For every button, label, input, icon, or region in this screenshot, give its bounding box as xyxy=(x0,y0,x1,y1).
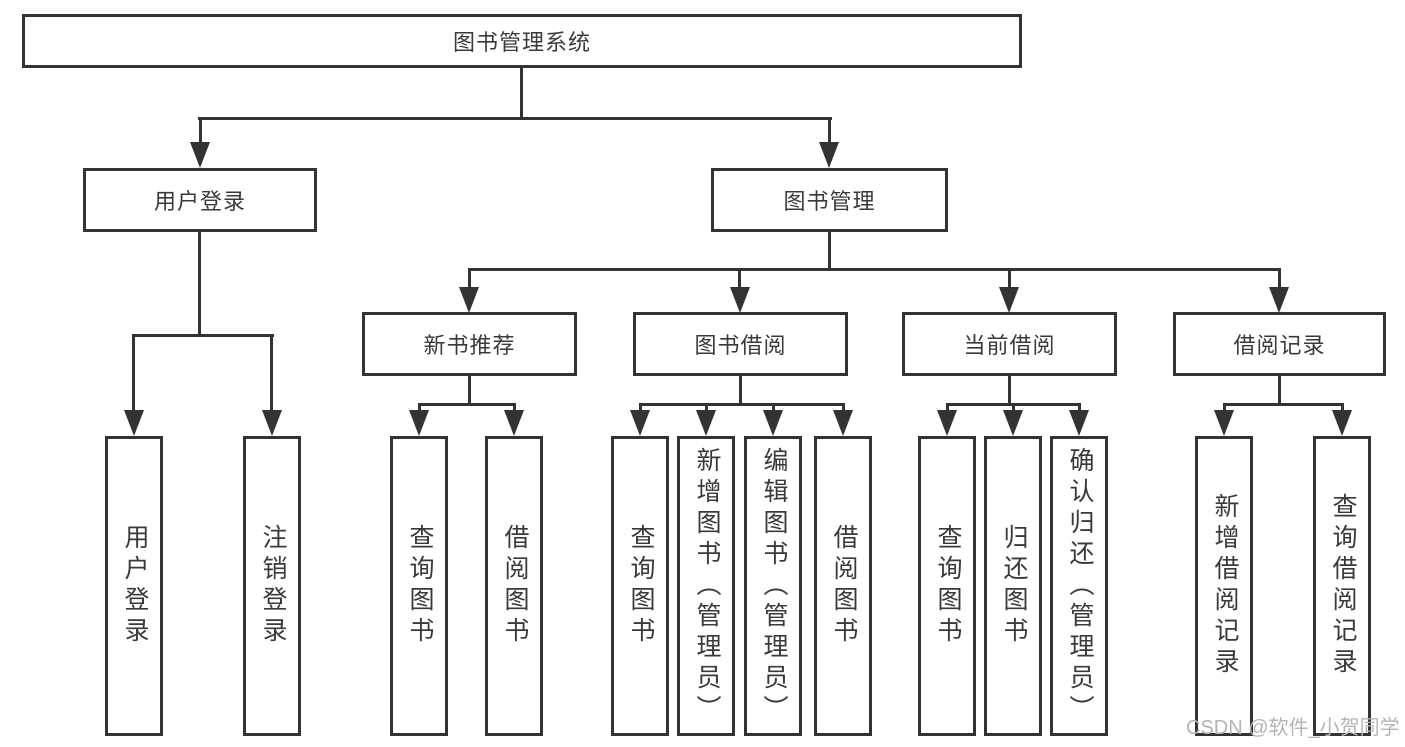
arrowhead-down-icon xyxy=(1003,410,1023,436)
arrowhead-down-icon xyxy=(833,410,853,436)
arrowhead-down-icon xyxy=(1069,410,1089,436)
arrowhead-down-icon xyxy=(1332,410,1352,436)
leaf-edit-books-admin: 编辑图书（管理员） xyxy=(744,436,802,736)
leaf-query-books-newrec: 查询图书 xyxy=(390,436,448,736)
connector-line xyxy=(468,376,471,406)
node-book-borrow: 图书借阅 xyxy=(633,312,848,376)
node-new-book-recommend: 新书推荐 xyxy=(362,312,577,376)
arrowhead-down-icon xyxy=(459,287,479,313)
connector-line xyxy=(418,403,516,406)
connector-line xyxy=(418,403,421,415)
connector-line xyxy=(739,376,742,406)
arrowhead-down-icon xyxy=(763,410,783,436)
connector-line xyxy=(520,68,523,120)
connector-line xyxy=(1008,376,1011,406)
arrowhead-down-icon xyxy=(1269,287,1289,313)
node-root: 图书管理系统 xyxy=(22,14,1022,68)
connector-line xyxy=(772,403,775,415)
connector-line xyxy=(1278,268,1281,288)
connector-line xyxy=(468,268,1281,271)
arrowhead-down-icon xyxy=(696,410,716,436)
connector-line xyxy=(198,117,832,120)
connector-line xyxy=(738,268,741,288)
connector-line xyxy=(199,117,202,145)
arrowhead-down-icon xyxy=(190,142,210,168)
leaf-borrow-books-newrec: 借阅图书 xyxy=(485,436,543,736)
connector-line xyxy=(828,117,831,145)
connector-line xyxy=(132,334,274,337)
connector-line xyxy=(1078,403,1081,415)
connector-line xyxy=(828,232,831,270)
arrowhead-down-icon xyxy=(730,287,750,313)
node-current-borrow: 当前借阅 xyxy=(902,312,1117,376)
leaf-borrow-books-borrow: 借阅图书 xyxy=(814,436,872,736)
node-user-login: 用户登录 xyxy=(83,168,317,232)
connector-line xyxy=(468,268,471,288)
connector-line xyxy=(1223,403,1344,406)
connector-line xyxy=(1008,268,1011,288)
arrowhead-down-icon xyxy=(819,142,839,168)
connector-line xyxy=(1278,376,1281,406)
arrowhead-down-icon xyxy=(630,410,650,436)
leaf-query-books-current: 查询图书 xyxy=(918,436,976,736)
connector-line xyxy=(842,403,845,415)
connector-line xyxy=(946,403,949,415)
node-borrow-records: 借阅记录 xyxy=(1173,312,1386,376)
leaf-add-borrow-record: 新增借阅记录 xyxy=(1195,436,1253,736)
arrowhead-down-icon xyxy=(504,410,524,436)
leaf-query-books-borrow: 查询图书 xyxy=(611,436,669,736)
arrowhead-down-icon xyxy=(1214,410,1234,436)
arrowhead-down-icon xyxy=(937,410,957,436)
node-book-management: 图书管理 xyxy=(711,168,948,232)
leaf-return-books: 归还图书 xyxy=(984,436,1042,736)
connector-line xyxy=(1341,403,1344,415)
connector-line xyxy=(1223,403,1226,415)
connector-line xyxy=(270,334,273,412)
connector-line xyxy=(639,403,642,415)
leaf-user-login: 用户登录 xyxy=(105,436,163,736)
connector-line xyxy=(513,403,516,415)
watermark-text: CSDN @软件_小贺同学 xyxy=(1186,717,1400,739)
arrowhead-down-icon xyxy=(999,287,1019,313)
leaf-add-books-admin: 新增图书（管理员） xyxy=(677,436,735,736)
leaf-logout-login: 注销登录 xyxy=(243,436,301,736)
connector-line xyxy=(639,403,845,406)
connector-line xyxy=(198,232,201,336)
arrowhead-down-icon xyxy=(124,410,144,436)
leaf-query-borrow-record: 查询借阅记录 xyxy=(1313,436,1371,736)
connector-line xyxy=(132,334,135,412)
connector-line xyxy=(1012,403,1015,415)
connector-line xyxy=(705,403,708,415)
arrowhead-down-icon xyxy=(262,410,282,436)
arrowhead-down-icon xyxy=(409,410,429,436)
leaf-confirm-return-admin: 确认归还（管理员） xyxy=(1050,436,1108,736)
